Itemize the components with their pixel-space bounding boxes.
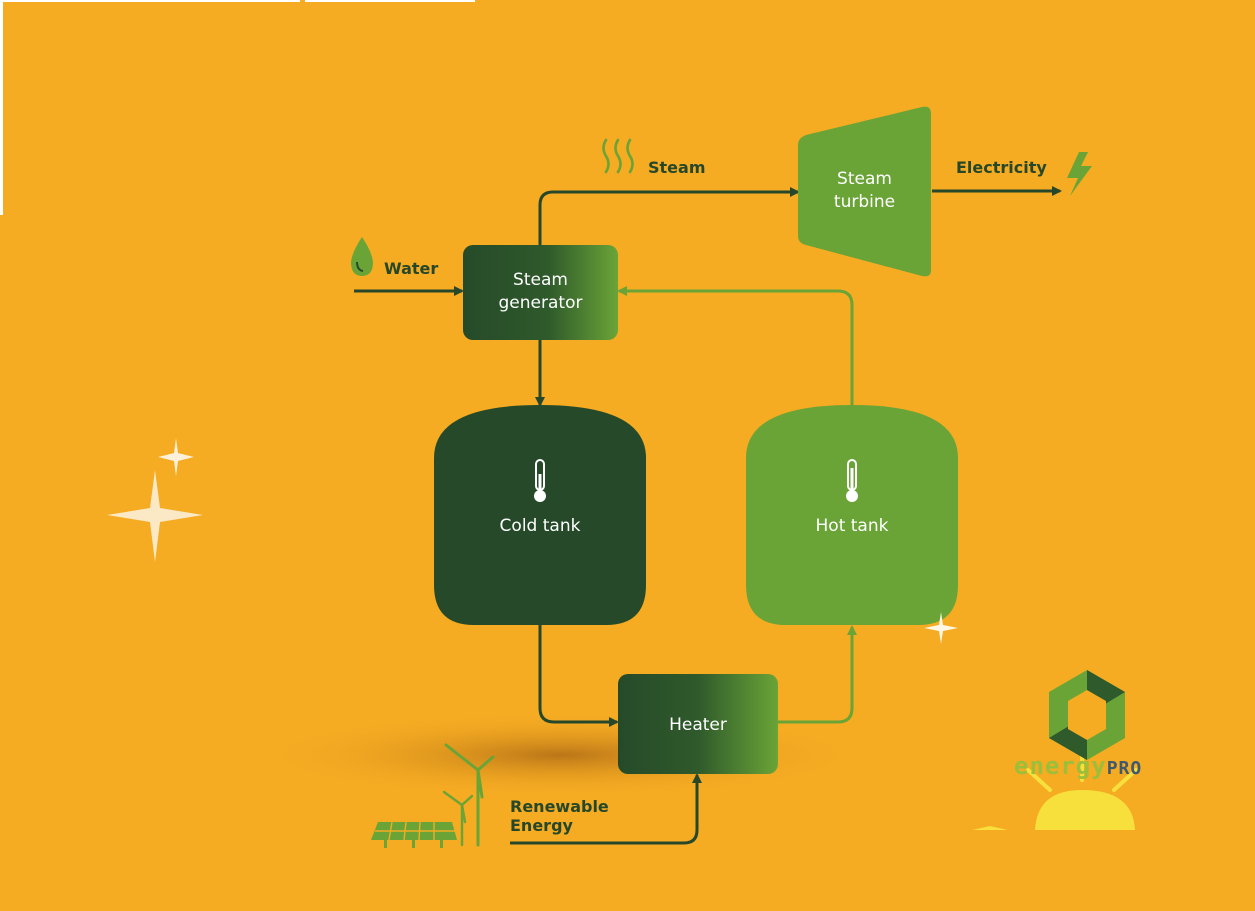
steam-turbine-shape bbox=[798, 106, 931, 277]
logo-word-main: energy bbox=[1014, 752, 1107, 780]
cold-to-heater-line bbox=[538, 625, 619, 727]
edge-artifact bbox=[305, 0, 475, 2]
cold-tank-label: Cold tank bbox=[499, 516, 581, 536]
electricity-label: Electricity bbox=[956, 158, 1047, 177]
heater-label: Heater bbox=[669, 715, 727, 735]
heater-box bbox=[618, 674, 778, 774]
steam-flow-line bbox=[538, 187, 800, 245]
edge-artifact bbox=[0, 0, 300, 2]
energypro-wordmark: energyPRO bbox=[1014, 752, 1142, 780]
solar-panel-icon bbox=[371, 821, 457, 848]
steam-generator-box bbox=[463, 245, 618, 340]
sparkle-icon bbox=[924, 612, 958, 644]
cold-tank-shape bbox=[434, 405, 646, 625]
water-label: Water bbox=[384, 259, 439, 278]
renewable-flow-line bbox=[510, 773, 702, 845]
sparkle-icon bbox=[158, 438, 194, 476]
thermometer-icon bbox=[534, 459, 546, 502]
water-drop-highlight bbox=[356, 261, 364, 272]
wind-turbine-icon bbox=[444, 743, 495, 847]
thermometer-icon bbox=[846, 459, 858, 502]
water-drop-icon bbox=[351, 237, 373, 276]
logo-word-suffix: PRO bbox=[1106, 758, 1143, 779]
renewable-energy-label: Renewable Energy bbox=[510, 797, 609, 835]
steam-generator-label: Steam generator bbox=[498, 270, 583, 313]
steam-turbine-label: Steam turbine bbox=[833, 169, 896, 212]
energypro-logo bbox=[972, 670, 1138, 830]
steam-icon bbox=[602, 138, 634, 174]
hot-tank-label: Hot tank bbox=[815, 516, 889, 536]
edge-artifact bbox=[0, 0, 3, 215]
sparkle-icon bbox=[107, 470, 203, 562]
hot-tank-shape bbox=[746, 405, 958, 625]
steam-label: Steam bbox=[648, 158, 706, 177]
hot-to-generator-line bbox=[617, 286, 854, 405]
heater-to-hot-line bbox=[778, 625, 857, 724]
lightning-icon bbox=[1067, 152, 1092, 196]
wind-turbine-icon bbox=[442, 790, 474, 847]
